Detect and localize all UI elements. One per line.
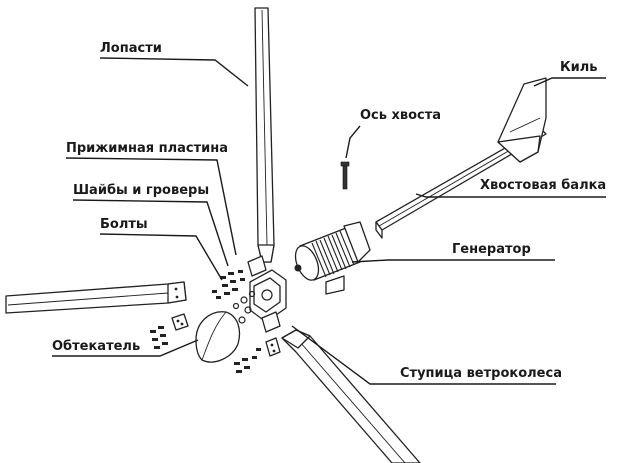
- hub: [247, 255, 287, 333]
- blade-left: [5, 281, 187, 314]
- tail-axis-pin: [340, 161, 350, 190]
- clamp-plates: [171, 313, 281, 357]
- label-tail-boom: Хвостовая балка: [480, 178, 607, 193]
- label-clamp-plate: Прижимная пластина: [66, 141, 228, 156]
- fairing: [195, 311, 241, 363]
- label-washers: Шайбы и гроверы: [73, 183, 210, 198]
- blade-top: [254, 7, 275, 263]
- label-bolts: Болты: [100, 217, 148, 232]
- label-fairing: Обтекатель: [52, 339, 141, 354]
- fin: [497, 77, 547, 163]
- label-blades: Лопасти: [100, 41, 162, 56]
- generator: [294, 221, 371, 295]
- label-fin: Киль: [560, 60, 598, 75]
- tail-boom: [375, 127, 547, 239]
- leader-lines: [52, 57, 606, 385]
- blade-lower-right: [281, 329, 421, 463]
- label-hub: Ступица ветроколеса: [400, 366, 562, 381]
- washers-and-bolts: [150, 270, 261, 373]
- label-tail-axis: Ось хвоста: [360, 108, 442, 123]
- label-generator: Генератор: [452, 242, 531, 257]
